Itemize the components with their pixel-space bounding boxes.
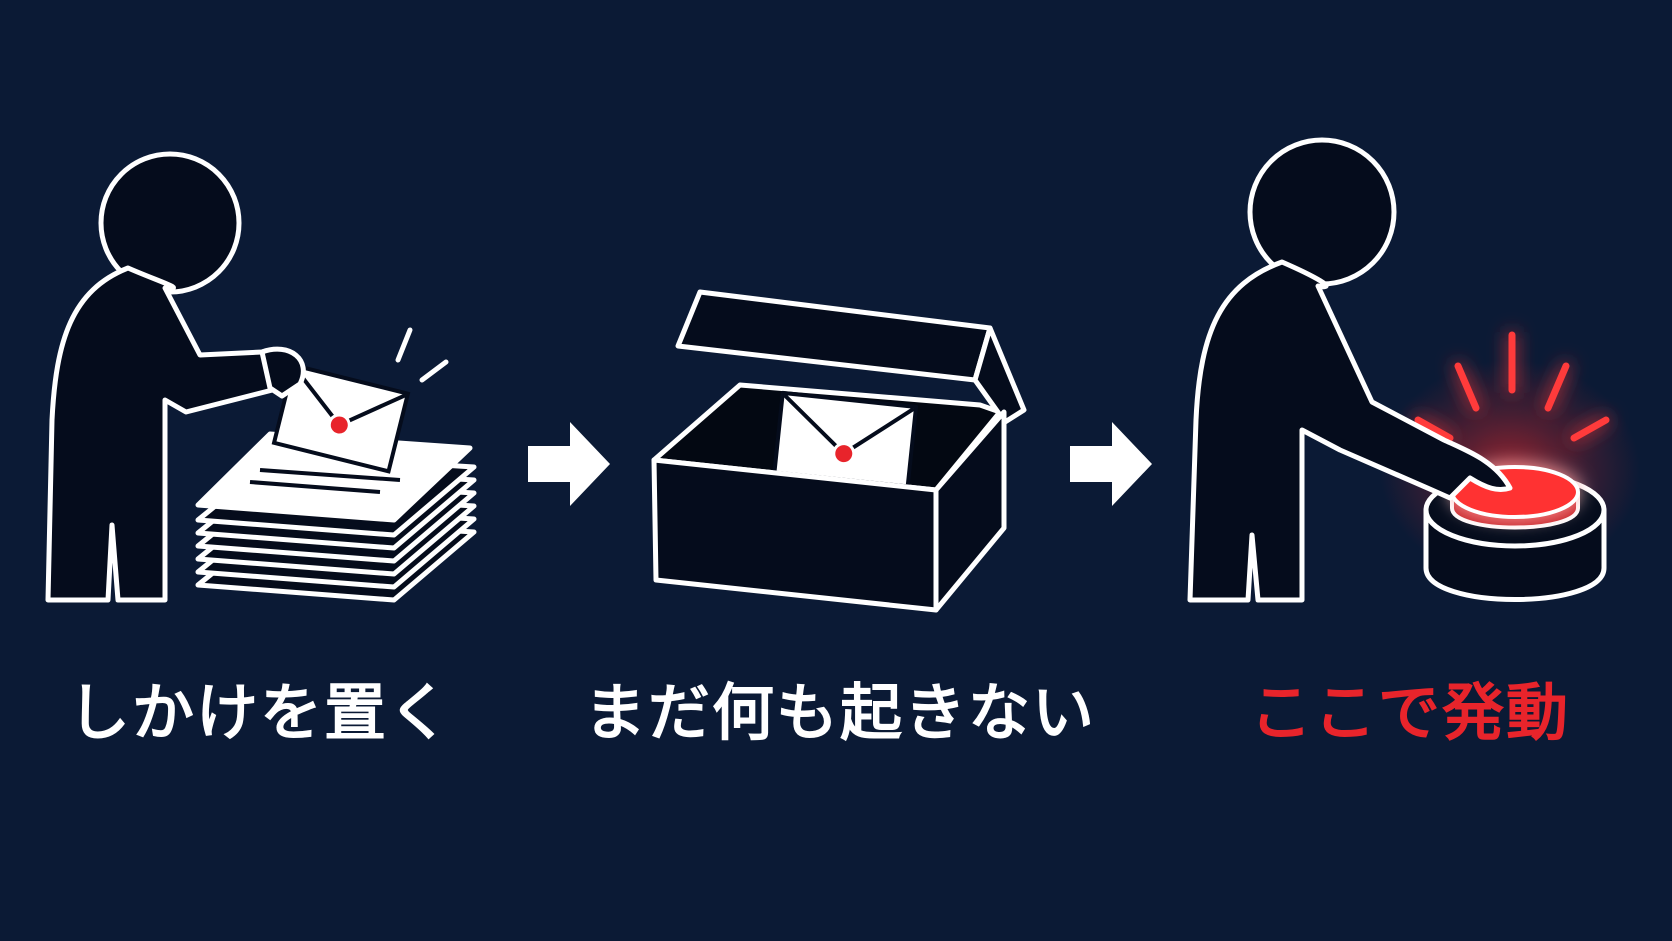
sparkle-lines-icon xyxy=(395,327,449,383)
step-1-caption: しかけを置く xyxy=(67,676,452,749)
step-3-caption: ここで発動 xyxy=(1249,676,1570,749)
person-placing-envelope-icon xyxy=(45,151,477,603)
arrow-right-icon xyxy=(528,422,610,506)
box-side xyxy=(933,409,1007,613)
head-icon xyxy=(1247,137,1397,287)
arrow-right-icon xyxy=(1070,422,1152,506)
body-silhouette xyxy=(1187,259,1513,603)
person-pressing-red-button-icon xyxy=(1187,137,1640,603)
burst-lines-icon xyxy=(1414,331,1610,442)
step-2-caption: まだ何も起きない xyxy=(583,676,1096,749)
envelope-in-box-icon xyxy=(651,289,1027,613)
head-icon xyxy=(98,151,242,295)
envelope-icon xyxy=(772,390,919,489)
envelope-icon xyxy=(271,362,411,474)
paper-stack-icon xyxy=(195,431,477,603)
box-lid xyxy=(675,289,993,383)
